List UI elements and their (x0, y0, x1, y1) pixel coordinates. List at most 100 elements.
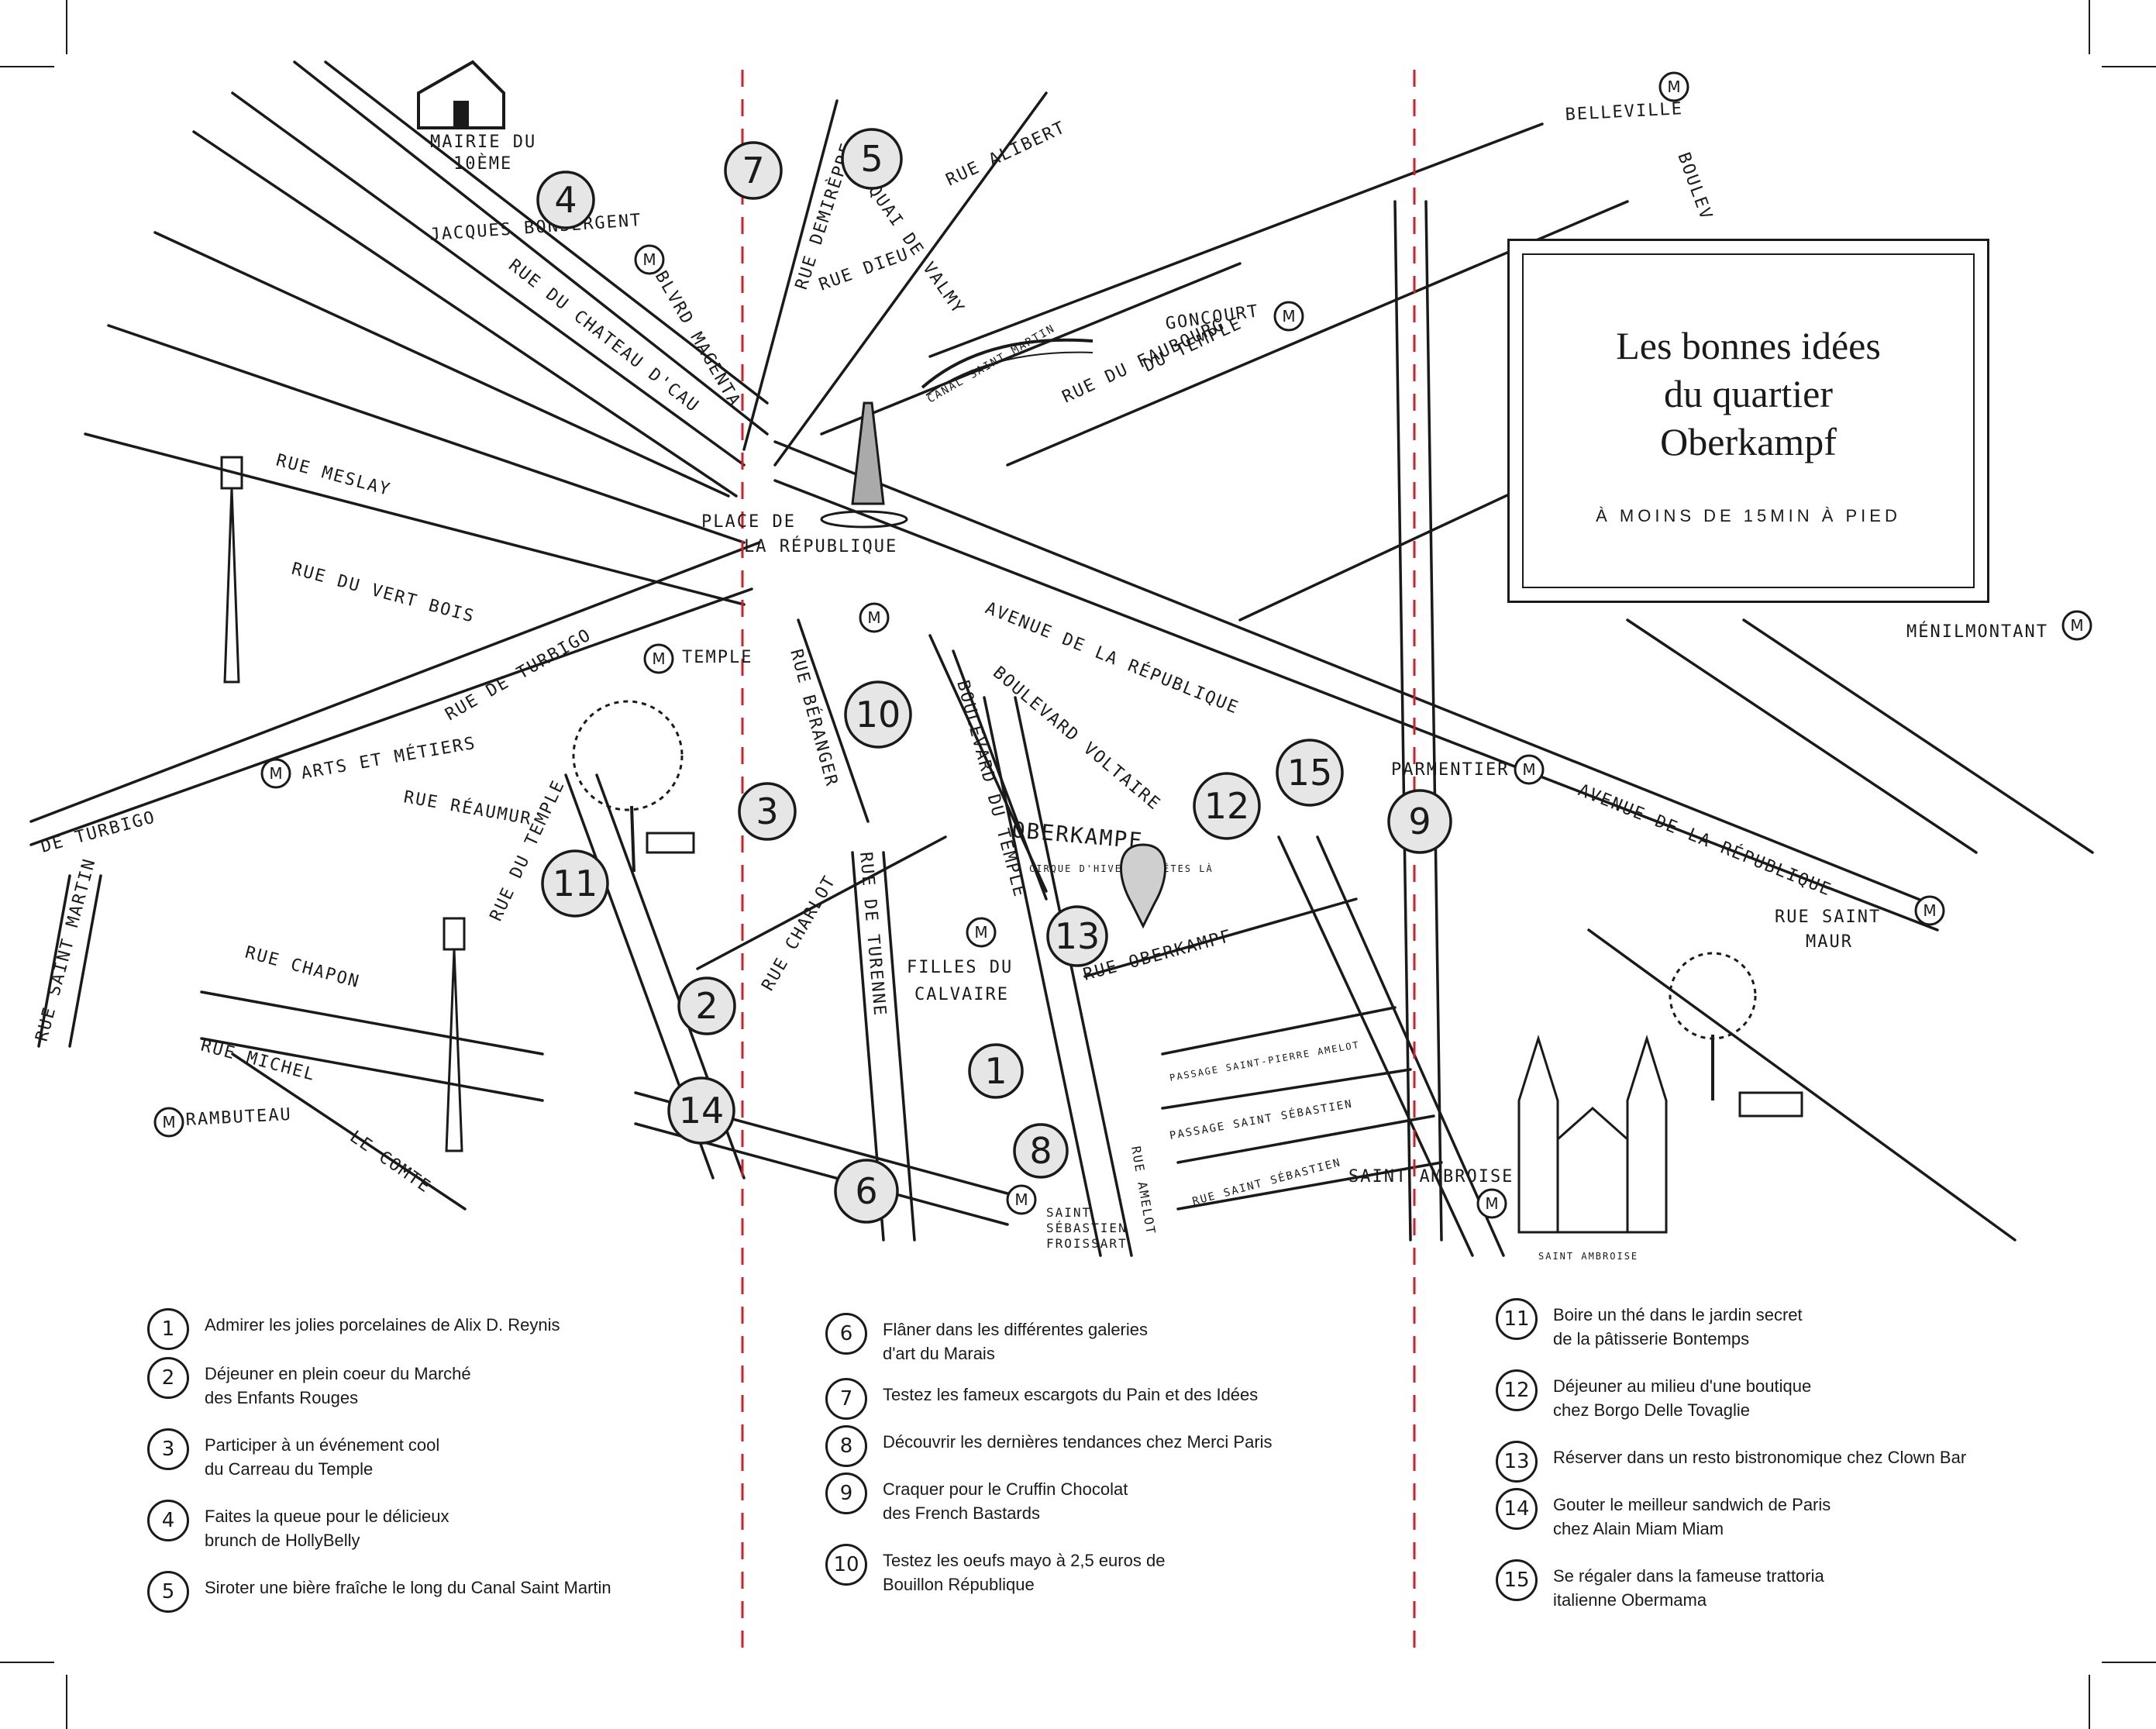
place-marker-10[interactable]: 10 (844, 680, 912, 749)
street-label: QUAI DE VALMY (864, 181, 968, 319)
legend-number: 11 (1496, 1298, 1538, 1340)
street-label: FILLES DU (907, 958, 1013, 977)
svg-text:12: 12 (1204, 785, 1250, 827)
legend-number: 9 (825, 1472, 867, 1514)
metro-icon: M (153, 1107, 184, 1138)
street-label: RUE MICHEL (198, 1036, 318, 1086)
legend-number: 1 (147, 1308, 189, 1350)
legend-number: 12 (1496, 1369, 1538, 1411)
street-label: MAIRIE DU (430, 133, 536, 152)
metro-icon: M (1006, 1184, 1037, 1215)
street-label: RUE SAINT MARTIN (33, 856, 100, 1043)
svg-text:M: M (652, 649, 665, 668)
title-line: du quartier (1664, 372, 1833, 415)
svg-text:M: M (1667, 77, 1680, 96)
title-panel: Les bonnes idées du quartier Oberkampf À… (1507, 239, 1989, 603)
street-label: RUE CHARLOT (759, 872, 841, 994)
metro-icon: M (1914, 895, 1945, 926)
place-marker-8[interactable]: 8 (1013, 1123, 1069, 1179)
street-label: DE TURBIGO (39, 808, 158, 857)
legend-text: Boire un thé dans le jardin secret de la… (1553, 1305, 1803, 1348)
legend-text: Faites la queue pour le délicieux brunch… (205, 1507, 449, 1550)
svg-text:1: 1 (984, 1050, 1007, 1092)
legend-text: Testez les fameux escargots du Pain et d… (883, 1385, 1259, 1404)
bench-icon (1738, 1091, 1803, 1118)
crop-mark (2102, 66, 2156, 67)
street-label: RAMBUTEAU (185, 1105, 292, 1130)
crop-mark (66, 0, 67, 54)
street-label: BOULEV (1673, 150, 1716, 224)
svg-text:M: M (269, 764, 282, 783)
legend-text: Testez les oeufs mayo à 2,5 euros de Bou… (883, 1551, 1166, 1594)
svg-text:10: 10 (856, 694, 901, 735)
crop-mark (66, 1675, 67, 1729)
legend-text: Déjeuner en plein coeur du Marché des En… (205, 1364, 471, 1407)
svg-text:M: M (1282, 307, 1295, 325)
legend-number: 2 (147, 1357, 189, 1399)
street-label: SAINT AMBROISE (1538, 1251, 1638, 1262)
street-label: PLACE DE (701, 512, 796, 532)
place-marker-9[interactable]: 9 (1387, 789, 1452, 854)
title-line: Oberkampf (1660, 420, 1837, 463)
crop-mark (2089, 0, 2090, 54)
street-label: CALVAIRE (914, 985, 1009, 1004)
street-label: RUE ALIBERT (943, 118, 1069, 191)
street-label: 10ÈME (453, 153, 512, 174)
place-marker-11[interactable]: 11 (541, 849, 609, 918)
legend-text: Flâner dans les différentes galeries d'a… (883, 1320, 1149, 1363)
legend-number: 10 (825, 1544, 867, 1586)
metro-icon: M (643, 643, 674, 674)
place-marker-2[interactable]: 2 (677, 976, 736, 1035)
street-label: SÉBASTIEN (1046, 1221, 1128, 1235)
crop-mark (0, 66, 54, 67)
svg-text:M: M (1014, 1190, 1028, 1209)
place-marker-4[interactable]: 4 (536, 170, 595, 229)
tree-icon (1669, 952, 1757, 1100)
place-marker-14[interactable]: 14 (667, 1076, 735, 1145)
tree-icon (572, 700, 684, 873)
street-label: TEMPLE (682, 648, 753, 667)
church-icon (1517, 1034, 1668, 1234)
legend-number: 15 (1496, 1559, 1538, 1601)
svg-text:M: M (1485, 1194, 1498, 1213)
street-label: RUE DU VERT BOIS (289, 560, 477, 627)
street-label: MÉNILMONTANT (1906, 622, 2048, 642)
svg-text:4: 4 (554, 179, 577, 221)
street-label: FROISSART (1046, 1236, 1128, 1251)
place-marker-13[interactable]: 13 (1046, 905, 1108, 967)
svg-text:6: 6 (855, 1170, 877, 1212)
street-label: RUE DE TURBIGO (443, 625, 595, 725)
metro-icon: M (859, 602, 890, 633)
street-label: RUE DIEU (817, 244, 912, 294)
place-marker-6[interactable]: 6 (834, 1159, 899, 1224)
street-lamp-icon (443, 917, 466, 1152)
canal-bridge-icon (921, 338, 1093, 396)
svg-text:M: M (1923, 901, 1936, 920)
place-marker-12[interactable]: 12 (1193, 772, 1261, 840)
metro-icon: M (1514, 754, 1545, 785)
bench-icon (646, 832, 695, 854)
metro-icon: M (1273, 301, 1304, 332)
svg-text:11: 11 (553, 863, 598, 904)
legend-text: Découvrir les dernières tendances chez M… (883, 1432, 1273, 1452)
street-label: BELLEVILLE (1565, 99, 1684, 125)
place-marker-15[interactable]: 15 (1276, 739, 1344, 807)
svg-text:8: 8 (1029, 1130, 1052, 1172)
place-marker-5[interactable]: 5 (841, 128, 903, 190)
svg-text:M: M (2070, 616, 2083, 635)
title-frame (1522, 253, 1975, 588)
place-marker-3[interactable]: 3 (738, 782, 797, 841)
metro-icon: M (1658, 71, 1689, 102)
street-lamp-icon (220, 456, 243, 684)
metro-stations: M M M M M M M M M M M M M (153, 71, 2092, 1219)
place-marker-7[interactable]: 7 (724, 141, 783, 200)
svg-text:15: 15 (1287, 752, 1333, 794)
svg-text:3: 3 (756, 790, 778, 832)
metro-icon: M (260, 758, 291, 789)
metro-icon: M (2061, 610, 2092, 641)
street-label: RUE MESLAY (274, 451, 393, 501)
svg-text:M: M (974, 923, 987, 942)
legend-text: Déjeuner au milieu d'une boutique chez B… (1553, 1376, 1812, 1420)
place-marker-1[interactable]: 1 (968, 1043, 1024, 1099)
